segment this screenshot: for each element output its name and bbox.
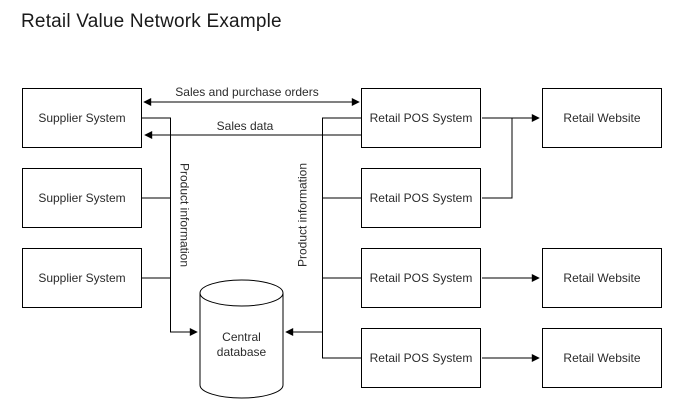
central-database-shape [199,279,284,399]
node-retail-pos-system-1: Retail POS System [361,88,481,148]
node-label: Supplier System [38,111,126,125]
node-retail-website-3: Retail Website [542,328,662,388]
node-supplier-system-3: Supplier System [22,248,142,308]
edge-label-sales-data: Sales data [214,119,276,133]
node-central-database-label: Central database [216,330,267,359]
node-supplier-system-2: Supplier System [22,168,142,228]
node-retail-website-2: Retail Website [542,248,662,308]
edge-label-sales-and-purchase-orders: Sales and purchase orders [173,85,321,99]
node-label: Retail POS System [369,271,473,285]
node-retail-website-1: Retail Website [542,88,662,148]
edge-pos2-riser [482,118,513,199]
node-retail-pos-system-3: Retail POS System [361,248,481,308]
node-label: Retail Website [563,111,641,125]
node-label: Retail POS System [369,351,473,365]
diagram-title: Retail Value Network Example [21,11,282,32]
node-label: Supplier System [38,271,126,285]
node-retail-pos-system-2: Retail POS System [361,168,481,228]
edge-label-product-information-right: Product information [295,160,310,270]
edge-product-info-left-trunk [142,117,198,336]
edge-label-product-information-left: Product information [177,160,192,270]
node-label: Retail Website [563,351,641,365]
node-label: Retail POS System [369,111,473,125]
node-label: Retail Website [563,271,641,285]
edge-product-info-right-trunk [322,117,361,359]
node-supplier-system-1: Supplier System [22,88,142,148]
node-label: Supplier System [38,191,126,205]
node-label: Retail POS System [369,191,473,205]
node-retail-pos-system-4: Retail POS System [361,328,481,388]
